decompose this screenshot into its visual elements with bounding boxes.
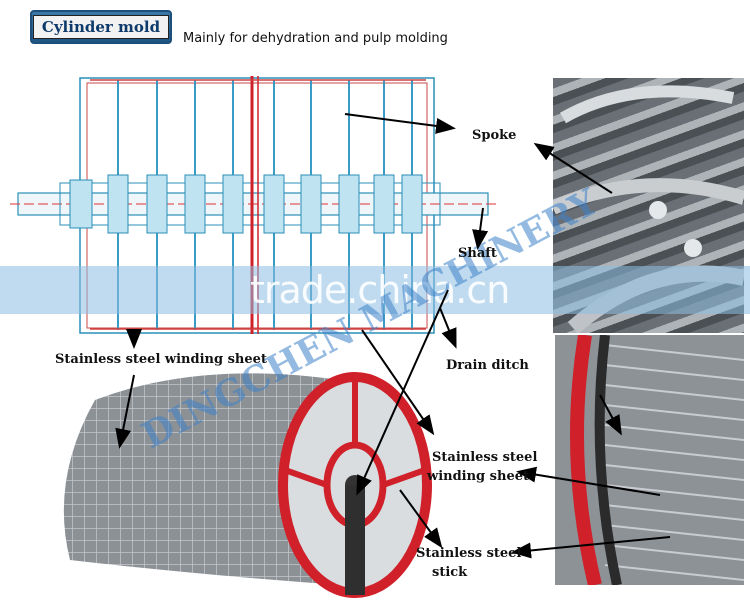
label-winding-sheet-right-1: Stainless steel [432,450,538,465]
cylinder-mold-tag: Cylinder mold [30,10,172,44]
label-winding-sheet-left: Stainless steel winding sheet [55,352,267,367]
subtitle: Mainly for dehydration and pulp molding [183,31,448,46]
label-stick-1: Stainless steel [416,546,522,561]
label-drain-ditch: Drain ditch [446,358,529,373]
label-stick-2: stick [432,565,468,580]
watermark-band [0,266,750,314]
label-shaft: Shaft [458,246,497,261]
winding-sheet-photo [555,335,744,585]
tag-label: Cylinder mold [32,15,170,39]
label-winding-sheet-right-2: winding sheet [427,469,529,484]
label-spoke: Spoke [472,128,517,143]
site-watermark: trade.china.cn [250,268,510,312]
